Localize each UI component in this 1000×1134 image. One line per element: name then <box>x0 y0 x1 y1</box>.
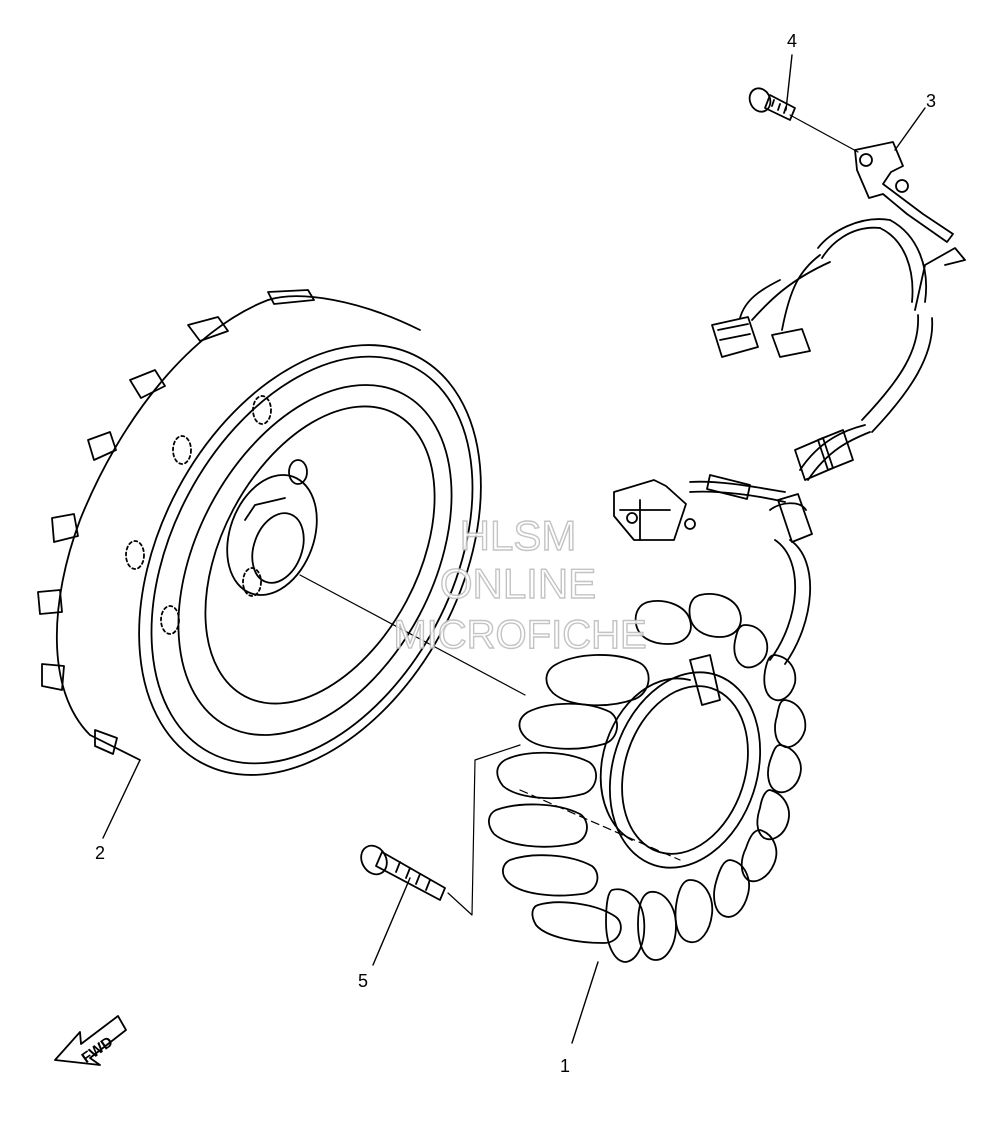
fwd-arrow-icon: FWD <box>54 1015 127 1067</box>
wiring-harness <box>613 218 966 665</box>
watermark-line-3: MICROFICHE <box>393 613 646 657</box>
callout-2: 2 <box>95 843 105 863</box>
watermark-line-2: ONLINE <box>440 560 596 607</box>
stator-assembly <box>488 593 807 963</box>
callout-leaders <box>102 54 926 1044</box>
callout-4: 4 <box>787 31 797 51</box>
wire-clamp-bracket <box>789 114 954 243</box>
stator-bolt <box>360 744 521 916</box>
callout-5: 5 <box>358 971 368 991</box>
flywheel-rotor <box>37 289 526 776</box>
callout-1: 1 <box>560 1056 570 1076</box>
watermark-line-1: HLSM <box>460 512 577 559</box>
watermark: HLSM ONLINE MICROFICHE <box>393 511 648 657</box>
callout-3: 3 <box>926 91 936 111</box>
